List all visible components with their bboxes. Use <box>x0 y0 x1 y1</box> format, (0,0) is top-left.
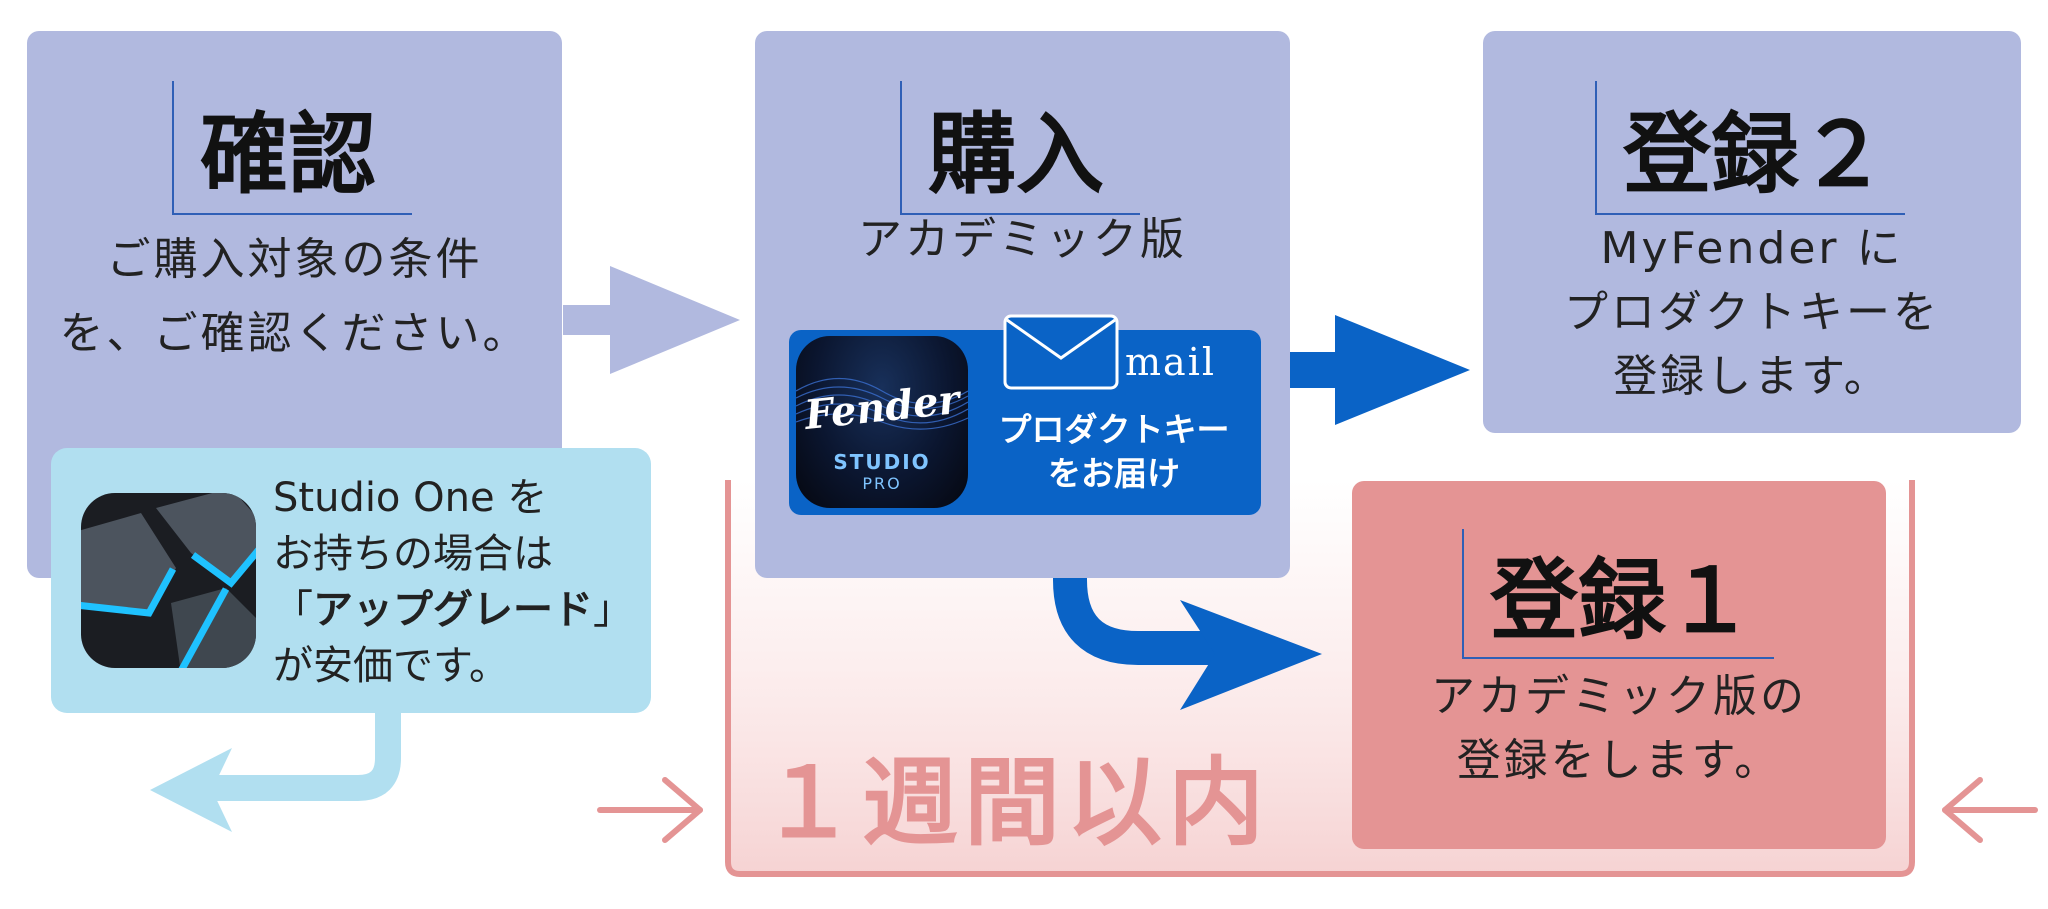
register2-title: 登録２ <box>1595 81 1905 215</box>
pro-label: PRO <box>862 474 902 493</box>
open-bracket: 「 <box>273 587 313 633</box>
register1-step-box: 登録１ アカデミック版の 登録をします。 <box>1352 481 1886 849</box>
delivery-text: プロダクトキー をお届け <box>974 408 1254 496</box>
purchase-to-register2-arrow <box>1262 315 1470 425</box>
confirm-to-purchase-arrow <box>563 266 740 374</box>
upgrade-note-line-4: が安価です。 <box>273 643 509 689</box>
register2-step-box: 登録２ MyFender に プロダクトキーを 登録します。 <box>1483 31 2021 433</box>
confirm-line-2: を、ご確認ください。 <box>59 308 530 359</box>
upgrade-note-box: Studio One を お持ちの場合は 「アップグレード」 が安価です。 <box>51 448 651 713</box>
purchase-title: 購入 <box>900 81 1140 215</box>
upgrade-note-line-3: 「アップグレード」 <box>273 582 633 638</box>
period-start-marker <box>597 777 703 843</box>
studio-label: STUDIO <box>833 450 931 474</box>
period-end-marker <box>1942 777 2038 843</box>
period-frame <box>725 480 1915 877</box>
register1-line-1: アカデミック版の <box>1431 671 1807 722</box>
delivery-line-2: をお届け <box>1048 454 1180 493</box>
confirm-description: ご購入対象の条件 を、ご確認ください。 <box>27 223 562 371</box>
register2-line-3: 登録します。 <box>1613 351 1891 402</box>
register2-description: MyFender に プロダクトキーを 登録します。 <box>1483 217 2021 409</box>
close-bracket: 」 <box>593 587 633 633</box>
period-label: １週間以内 <box>760 747 1270 859</box>
upgrade-arrow <box>150 712 401 832</box>
fender-studio-pro-app-icon: Fender STUDIO PRO <box>796 336 968 508</box>
register1-description: アカデミック版の 登録をします。 <box>1352 665 1886 793</box>
upgrade-note-line-2: お持ちの場合は <box>273 531 553 577</box>
register1-line-2: 登録をします。 <box>1456 735 1782 786</box>
studio-one-app-icon <box>81 493 256 668</box>
register1-title: 登録１ <box>1462 529 1774 659</box>
confirm-title: 確認 <box>172 81 412 215</box>
upgrade-note-line-1: Studio One を <box>273 475 548 521</box>
envelope-icon <box>1003 314 1119 390</box>
confirm-line-1: ご購入対象の条件 <box>106 234 483 285</box>
delivery-line-1: プロダクトキー <box>998 410 1230 449</box>
upgrade-note-text: Studio One を お持ちの場合は 「アップグレード」 が安価です。 <box>273 470 633 694</box>
register2-line-1: MyFender に <box>1600 223 1904 274</box>
upgrade-highlight: アップグレード <box>313 587 593 633</box>
mail-label: mail <box>1125 340 1216 384</box>
purchase-to-register1-arrow <box>1053 510 1322 710</box>
purchase-subtitle: アカデミック版 <box>858 214 1187 265</box>
register2-line-2: プロダクトキーを <box>1564 287 1940 338</box>
